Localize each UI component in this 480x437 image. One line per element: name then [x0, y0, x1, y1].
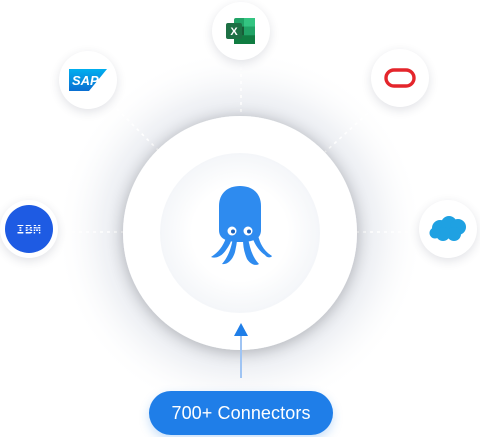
oracle-icon — [384, 68, 416, 88]
excel-letter: X — [230, 26, 238, 38]
excel-icon: X — [226, 18, 255, 44]
salesforce-icon — [429, 216, 466, 241]
connector-salesforce[interactable] — [419, 200, 477, 258]
connector-oracle[interactable] — [371, 49, 429, 107]
connector-ibm[interactable]: IBM — [0, 200, 58, 258]
connectors-count-button[interactable]: 700+ Connectors — [149, 391, 333, 435]
sap-icon: SAP — [69, 69, 107, 91]
arrow-up-icon — [234, 323, 248, 378]
connectors-count-label: 700+ Connectors — [171, 402, 311, 423]
octopus-icon — [211, 186, 272, 265]
ibm-wordmark: IBM — [17, 223, 42, 238]
connector-excel[interactable]: X — [212, 2, 270, 60]
ibm-icon: IBM — [5, 205, 53, 253]
spoke-sap — [111, 103, 161, 153]
connector-spokes — [58, 60, 420, 233]
spoke-oracle — [324, 103, 379, 153]
connector-sap[interactable]: SAP — [59, 51, 117, 109]
sap-wordmark: SAP — [72, 73, 99, 88]
